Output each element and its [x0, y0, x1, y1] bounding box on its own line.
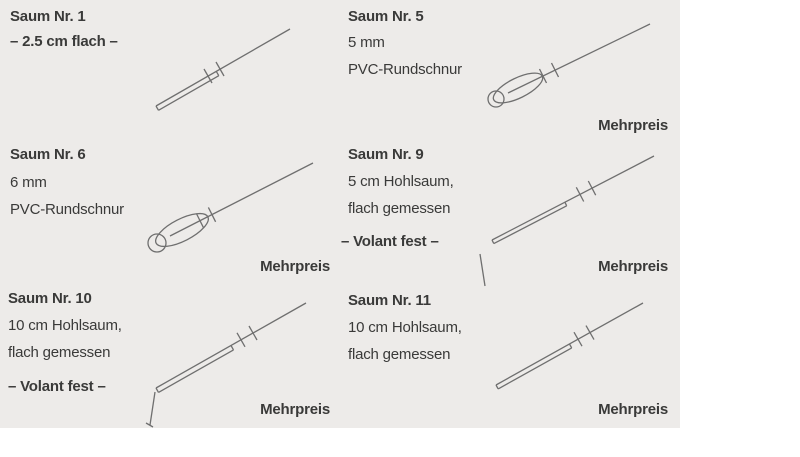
seam-description: PVC-Rundschnur	[348, 61, 462, 78]
surcharge-label: Mehrpreis	[598, 117, 668, 134]
seam-title: Saum Nr. 10	[8, 290, 92, 307]
saum-10-hollow-seam-volant-drawing	[145, 302, 307, 428]
seam-title: Saum Nr. 11	[348, 292, 431, 309]
saum-11-hollow-seam-drawing	[495, 302, 644, 390]
seam-description: 10 cm Hohlsaum,	[348, 319, 462, 336]
seam-title: Saum Nr. 6	[10, 146, 86, 163]
surcharge-label: Mehrpreis	[260, 258, 330, 275]
seam-description: 5 mm	[348, 34, 385, 51]
seam-description: 6 mm	[10, 174, 47, 191]
saum-5-cord-seam-drawing	[487, 23, 651, 108]
seam-description: – 2.5 cm flach –	[10, 33, 118, 50]
saum-6-cord-seam-drawing	[147, 162, 314, 253]
surcharge-label: Mehrpreis	[260, 401, 330, 418]
seam-title: Saum Nr. 9	[348, 146, 424, 163]
volant-note: – Volant fest –	[8, 378, 106, 395]
seam-title: Saum Nr. 5	[348, 8, 424, 25]
saum-9-hollow-seam-drawing	[479, 155, 655, 287]
surcharge-label: Mehrpreis	[598, 258, 668, 275]
seam-description: 5 cm Hohlsaum,	[348, 173, 454, 190]
seam-description: 10 cm Hohlsaum,	[8, 317, 122, 334]
gray-background	[0, 0, 680, 428]
seam-description: PVC-Rundschnur	[10, 201, 124, 218]
surcharge-label: Mehrpreis	[598, 401, 668, 418]
seam-description: flach gemessen	[348, 346, 451, 363]
seam-title: Saum Nr. 1	[10, 8, 86, 25]
volant-note: – Volant fest –	[341, 233, 439, 250]
seam-description: flach gemessen	[348, 200, 451, 217]
seam-description: flach gemessen	[8, 344, 111, 361]
saum-1-flat-seam-drawing	[155, 28, 291, 111]
